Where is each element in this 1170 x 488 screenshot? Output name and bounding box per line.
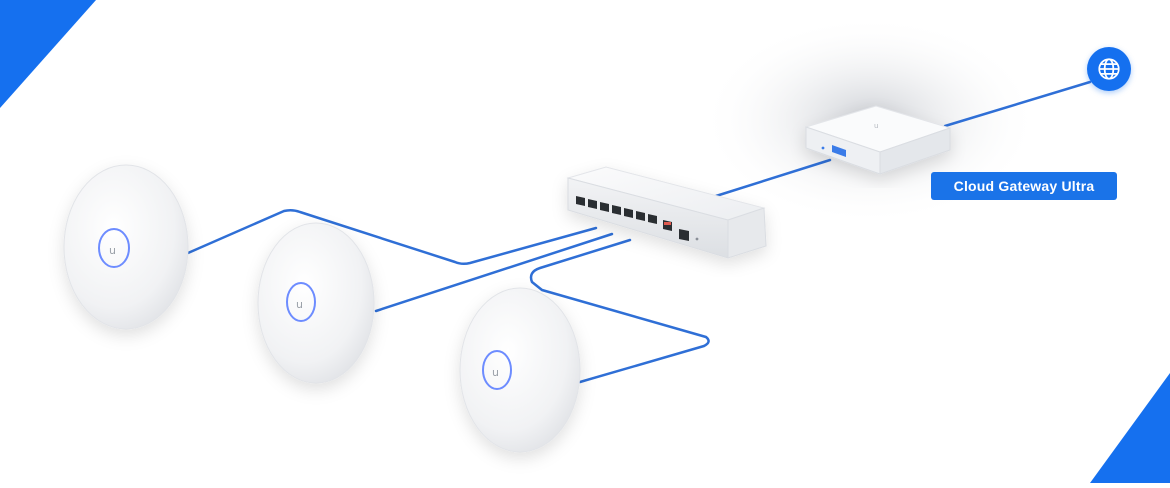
usb-port — [832, 145, 846, 157]
corner-accent-bottom-right — [1090, 373, 1170, 483]
network-switch — [566, 166, 767, 259]
corner-accent-top-left — [0, 0, 96, 108]
access-point-3: u — [459, 287, 581, 453]
gateway-side — [879, 127, 951, 175]
cloud-gateway-device: u — [804, 105, 952, 175]
switch-ports — [576, 196, 689, 241]
ap-status-ring — [482, 350, 512, 390]
ubiquiti-logo-icon: u — [109, 244, 116, 257]
cables — [186, 80, 1092, 384]
cable-gateway-switch — [714, 158, 832, 198]
ubiquiti-logo-icon: u — [296, 298, 303, 311]
switch-side — [727, 207, 767, 259]
cable-internet-gateway — [943, 80, 1092, 128]
access-point-2: u — [257, 222, 375, 384]
cable-switch-ap1 — [186, 208, 598, 266]
internet-globe — [1087, 47, 1131, 91]
ubiquiti-logo-icon: u — [492, 366, 499, 379]
svg-text:u: u — [874, 122, 878, 130]
globe-icon — [1098, 58, 1120, 80]
gateway-label: Cloud Gateway Ultra — [931, 172, 1117, 200]
ap-status-ring — [286, 282, 316, 322]
access-point-1: u — [63, 164, 189, 330]
cable-switch-ap2 — [374, 232, 614, 313]
ap-status-ring — [98, 228, 130, 268]
cable-switch-ap3 — [529, 238, 710, 384]
